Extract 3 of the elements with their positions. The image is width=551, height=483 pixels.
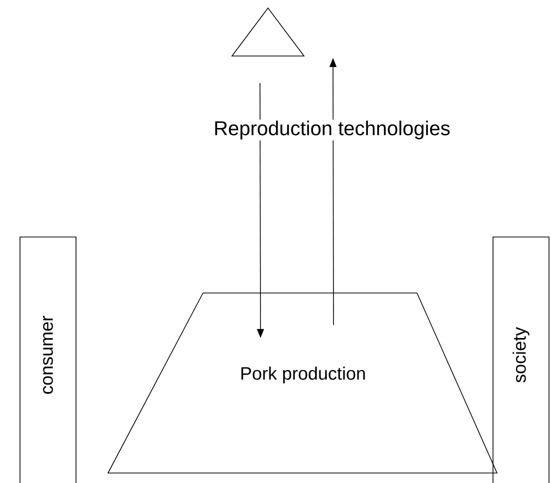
caption-text: Reproduction technologies — [212, 120, 452, 140]
vertical-box: consumer — [20, 236, 76, 483]
vertical-box: society — [492, 236, 550, 483]
